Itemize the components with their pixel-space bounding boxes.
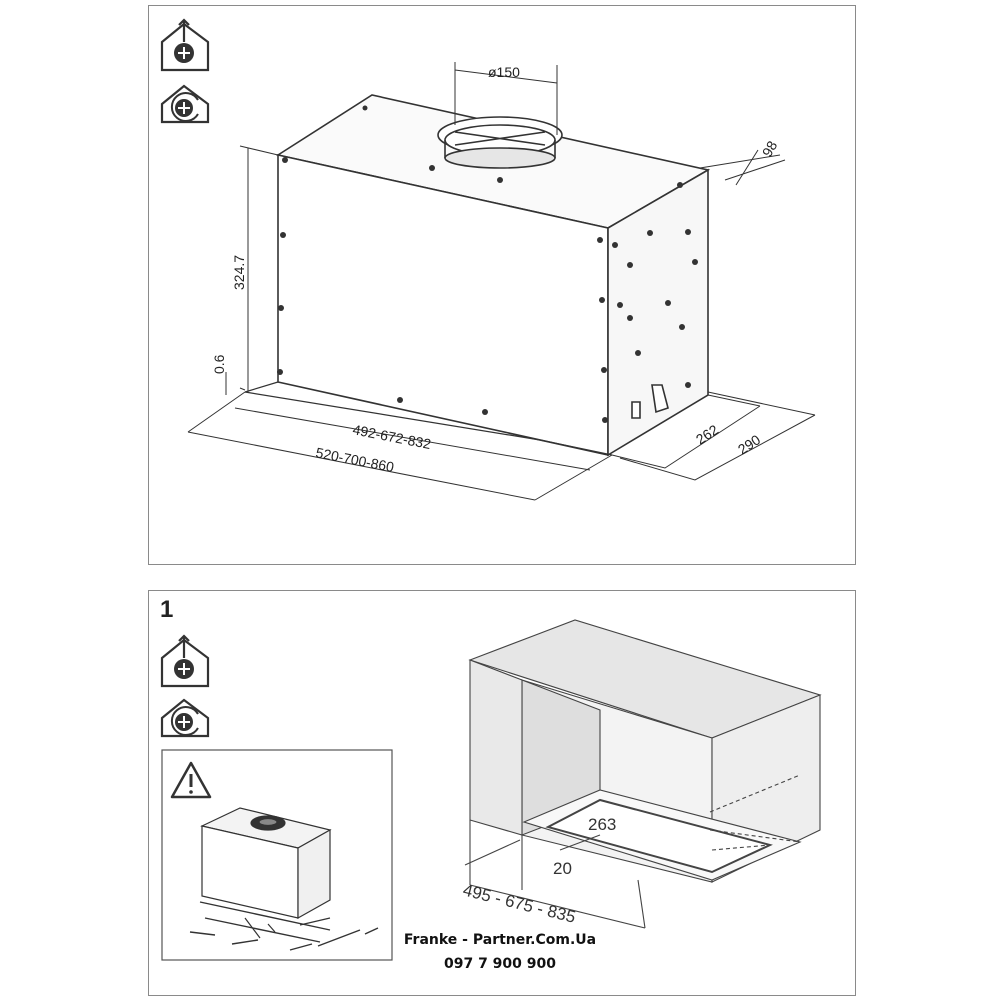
small-hood-drawing (189, 807, 379, 951)
cabinet-drawing (464, 619, 822, 929)
front-offset-label: 20 (553, 859, 572, 878)
duct-offset-label: 98 (759, 138, 781, 160)
cutout-width-label: 495 - 675 - 835 (461, 880, 577, 926)
duct-diameter-label: ø150 (488, 64, 520, 80)
warning-icon (170, 761, 212, 799)
recirculation-mode-icon (160, 84, 210, 124)
hood-body-drawing (244, 94, 711, 457)
recirculation-mode-icon (160, 698, 210, 738)
footer-site: Franke - Partner.Com.Ua (403, 932, 597, 948)
ducted-mode-icon (160, 18, 210, 72)
gap-label: 0.6 (211, 354, 227, 374)
footer-phone: 097 7 900 900 (443, 956, 557, 972)
height-label: 324.7 (231, 255, 247, 290)
cutout-depth-label: 263 (588, 815, 616, 834)
ducted-mode-icon (160, 634, 210, 688)
step-number: 1 (160, 596, 174, 623)
dimension-lines-top (187, 62, 816, 501)
